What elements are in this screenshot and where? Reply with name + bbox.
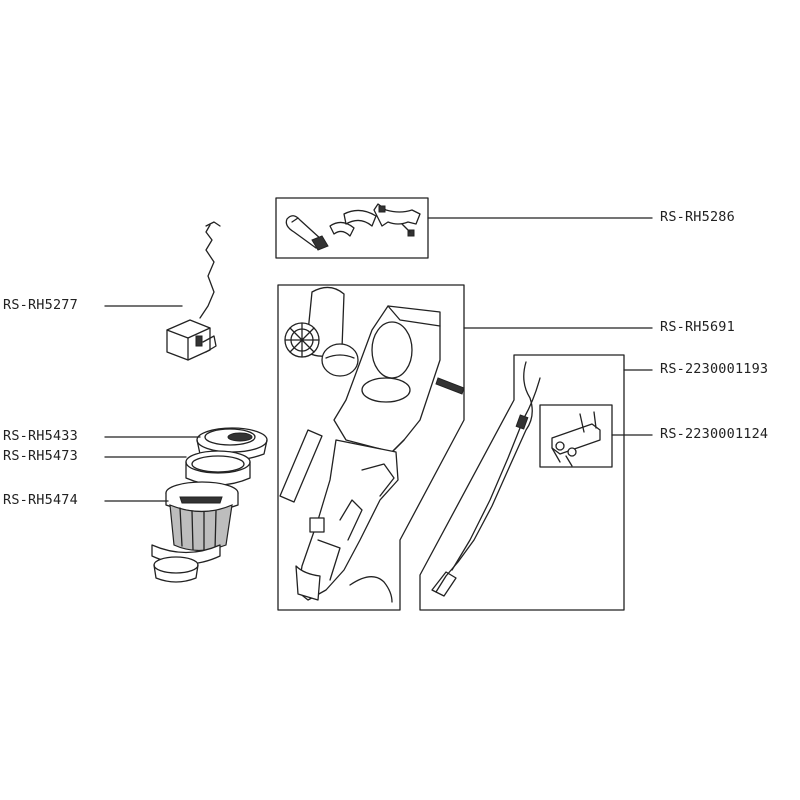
filter-ring-part — [185, 450, 251, 486]
handle-parts-group — [275, 197, 429, 259]
main-body-part — [277, 284, 465, 611]
label-rs-2230001193: RS-2230001193 — [660, 361, 769, 377]
label-rs-rh5277: RS-RH5277 — [3, 297, 78, 313]
label-rs-rh5473: RS-RH5473 — [3, 448, 78, 464]
label-rs-rh5474: RS-RH5474 — [3, 492, 78, 508]
label-rs-rh5286: RS-RH5286 — [660, 209, 735, 225]
charger-adapter-part — [166, 221, 221, 361]
label-rs-2230001124: RS-2230001124 — [660, 426, 769, 442]
wand-assembly-part — [419, 354, 625, 611]
connector-clip-part — [539, 404, 613, 468]
label-rs-rh5691: RS-RH5691 — [660, 319, 735, 335]
filter-lid-part — [196, 427, 268, 461]
cyclone-filter-part — [151, 481, 239, 583]
label-rs-rh5433: RS-RH5433 — [3, 428, 78, 444]
leader-lines — [104, 217, 653, 502]
